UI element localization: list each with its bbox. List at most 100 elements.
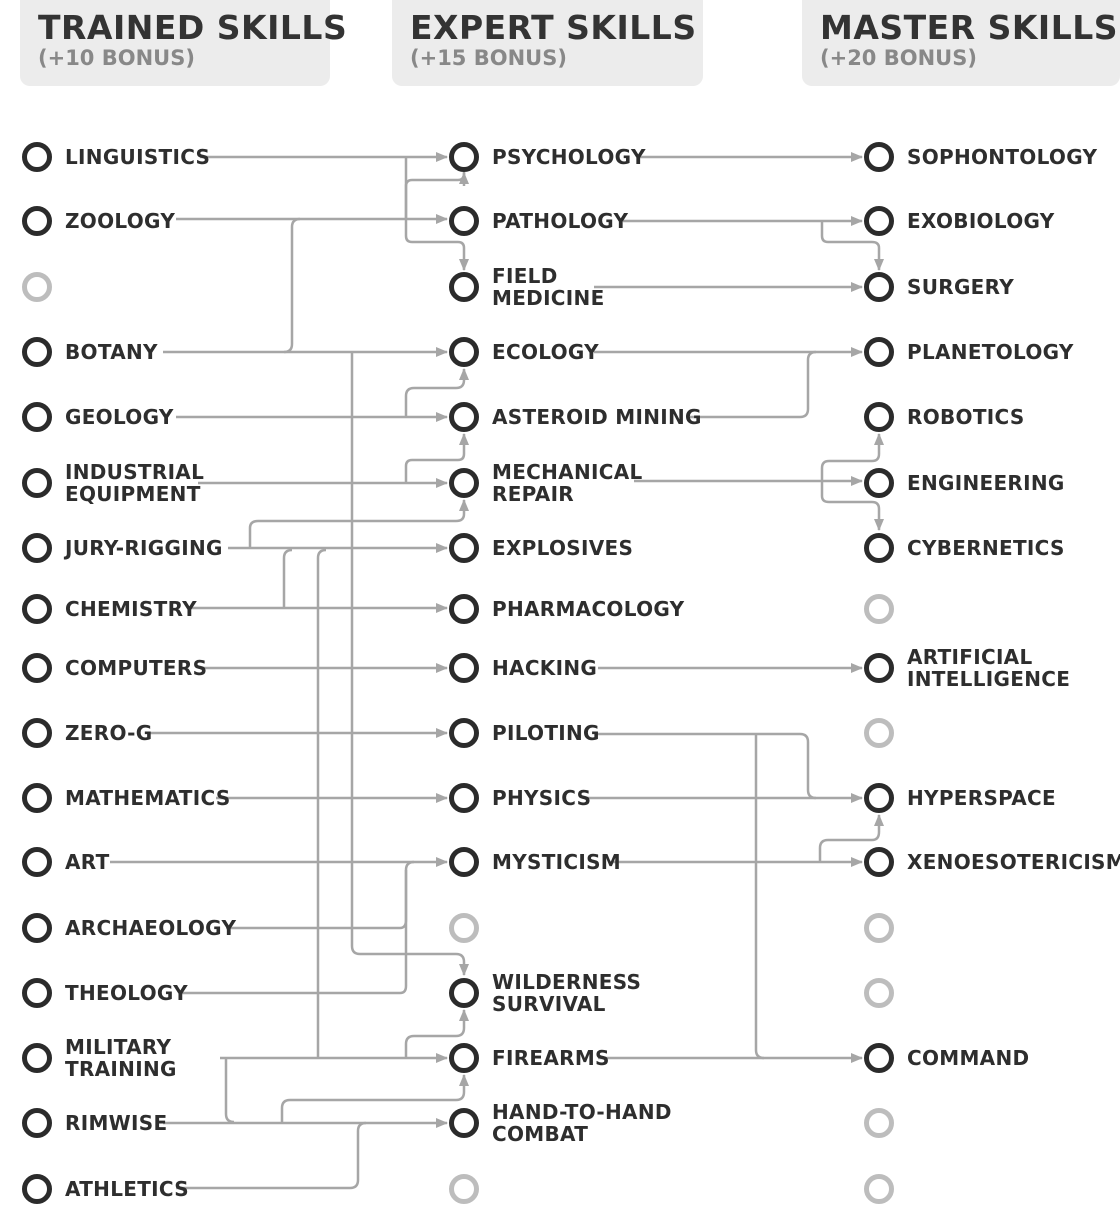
prereq-wire-25 (224, 1058, 235, 1124)
piloting-label: PILOTING (492, 721, 600, 745)
prereq-wire-28 (176, 1121, 367, 1190)
physics-node[interactable] (449, 783, 479, 813)
theology-node[interactable] (22, 978, 52, 1008)
archaeology-node[interactable] (22, 913, 52, 943)
wilderness-survival-node[interactable] (449, 978, 479, 1008)
linguistics-node[interactable] (22, 142, 52, 172)
pathology-node[interactable] (449, 206, 479, 236)
expert-skills-header: EXPERT SKILLS (+15 BONUS) (392, 0, 703, 86)
jury-rigging-label: JURY-RIGGING (65, 536, 223, 560)
planetology-label: PLANETOLOGY (907, 340, 1074, 364)
sophontology-node[interactable] (864, 142, 894, 172)
athletics-label: ATHLETICS (65, 1177, 189, 1201)
trained-empty-slot-2[interactable] (22, 272, 52, 302)
master-empty-slot-13[interactable] (864, 978, 894, 1008)
botany-label: BOTANY (65, 340, 158, 364)
prereq-wire-9 (404, 368, 469, 417)
wilderness-survival-label: WILDERNESS SURVIVAL (492, 970, 642, 1016)
prereq-wire-7 (350, 352, 469, 976)
xenoesotericism-label: XENOESOTERICISM (907, 850, 1120, 874)
firearms-node[interactable] (449, 1043, 479, 1073)
zero-g-node[interactable] (22, 718, 52, 748)
master-empty-slot-9[interactable] (864, 718, 894, 748)
computers-node[interactable] (22, 653, 52, 683)
master-skills-bonus: (+20 BONUS) (820, 46, 977, 70)
explosives-node[interactable] (449, 533, 479, 563)
engineering-node[interactable] (864, 468, 894, 498)
prereq-wire-23 (316, 548, 327, 1058)
master-empty-slot-12[interactable] (864, 913, 894, 943)
theology-label: THEOLOGY (65, 981, 188, 1005)
hyperspace-label: HYPERSPACE (907, 786, 1056, 810)
engineering-label: ENGINEERING (907, 471, 1065, 495)
mechanical-repair-node[interactable] (449, 468, 479, 498)
field-medicine-node[interactable] (449, 272, 479, 302)
hyperspace-node[interactable] (864, 783, 894, 813)
physics-label: PHYSICS (492, 786, 592, 810)
hand-to-hand-combat-node[interactable] (449, 1108, 479, 1138)
planetology-node[interactable] (864, 337, 894, 367)
artificial-intelligence-node[interactable] (864, 653, 894, 683)
zoology-label: ZOOLOGY (65, 209, 176, 233)
xenoesotericism-node[interactable] (864, 847, 894, 877)
prereq-wire-24 (404, 1009, 469, 1058)
hand-to-hand-combat-label: HAND-TO-HAND COMBAT (492, 1100, 672, 1146)
field-medicine-label: FIELD MEDICINE (492, 264, 605, 310)
expert-empty-slot-12[interactable] (449, 913, 479, 943)
sophontology-label: SOPHONTOLOGY (907, 145, 1098, 169)
surgery-label: SURGERY (907, 275, 1015, 299)
prereq-wire-11 (404, 433, 469, 483)
hacking-node[interactable] (449, 653, 479, 683)
trained-skills-title: TRAINED SKILLS (38, 8, 348, 47)
industrial-equipment-node[interactable] (22, 468, 52, 498)
zero-g-label: ZERO-G (65, 721, 153, 745)
jury-rigging-node[interactable] (22, 533, 52, 563)
exobiology-node[interactable] (864, 206, 894, 236)
artificial-intelligence-label: ARTIFICIAL INTELLIGENCE (907, 645, 1071, 691)
pharmacology-node[interactable] (449, 594, 479, 624)
rimwise-label: RIMWISE (65, 1111, 168, 1135)
mysticism-node[interactable] (449, 847, 479, 877)
psychology-label: PSYCHOLOGY (492, 145, 646, 169)
archaeology-label: ARCHAEOLOGY (65, 916, 237, 940)
prereq-wire-36 (820, 433, 884, 481)
botany-node[interactable] (22, 337, 52, 367)
prereq-wire-34 (690, 350, 817, 419)
art-node[interactable] (22, 847, 52, 877)
ecology-label: ECOLOGY (492, 340, 599, 364)
psychology-node[interactable] (449, 142, 479, 172)
master-empty-slot-7[interactable] (864, 594, 894, 624)
asteroid-mining-node[interactable] (449, 402, 479, 432)
robotics-label: ROBOTICS (907, 405, 1025, 429)
geology-node[interactable] (22, 402, 52, 432)
rimwise-node[interactable] (22, 1108, 52, 1138)
expert-empty-slot-16[interactable] (449, 1174, 479, 1204)
pharmacology-label: PHARMACOLOGY (492, 597, 685, 621)
chemistry-node[interactable] (22, 594, 52, 624)
zoology-node[interactable] (22, 206, 52, 236)
mathematics-node[interactable] (22, 783, 52, 813)
military-training-node[interactable] (22, 1043, 52, 1073)
cybernetics-node[interactable] (864, 533, 894, 563)
ecology-node[interactable] (449, 337, 479, 367)
prereq-wire-27 (280, 1074, 469, 1123)
chemistry-label: CHEMISTRY (65, 597, 197, 621)
surgery-node[interactable] (864, 272, 894, 302)
art-label: ART (65, 850, 110, 874)
command-node[interactable] (864, 1043, 894, 1073)
explosives-label: EXPLOSIVES (492, 536, 634, 560)
prereq-wire-5 (283, 217, 301, 354)
robotics-node[interactable] (864, 402, 894, 432)
master-skills-header: MASTER SKILLS (+20 BONUS) (802, 0, 1120, 86)
piloting-node[interactable] (449, 718, 479, 748)
master-empty-slot-15[interactable] (864, 1108, 894, 1138)
master-empty-slot-16[interactable] (864, 1174, 894, 1204)
athletics-node[interactable] (22, 1174, 52, 1204)
expert-skills-bonus: (+15 BONUS) (410, 46, 567, 70)
expert-skills-title: EXPERT SKILLS (410, 8, 697, 47)
cybernetics-label: CYBERNETICS (907, 536, 1065, 560)
computers-label: COMPUTERS (65, 656, 208, 680)
prereq-wire-15 (282, 548, 293, 608)
prereq-wire-21 (180, 870, 408, 995)
